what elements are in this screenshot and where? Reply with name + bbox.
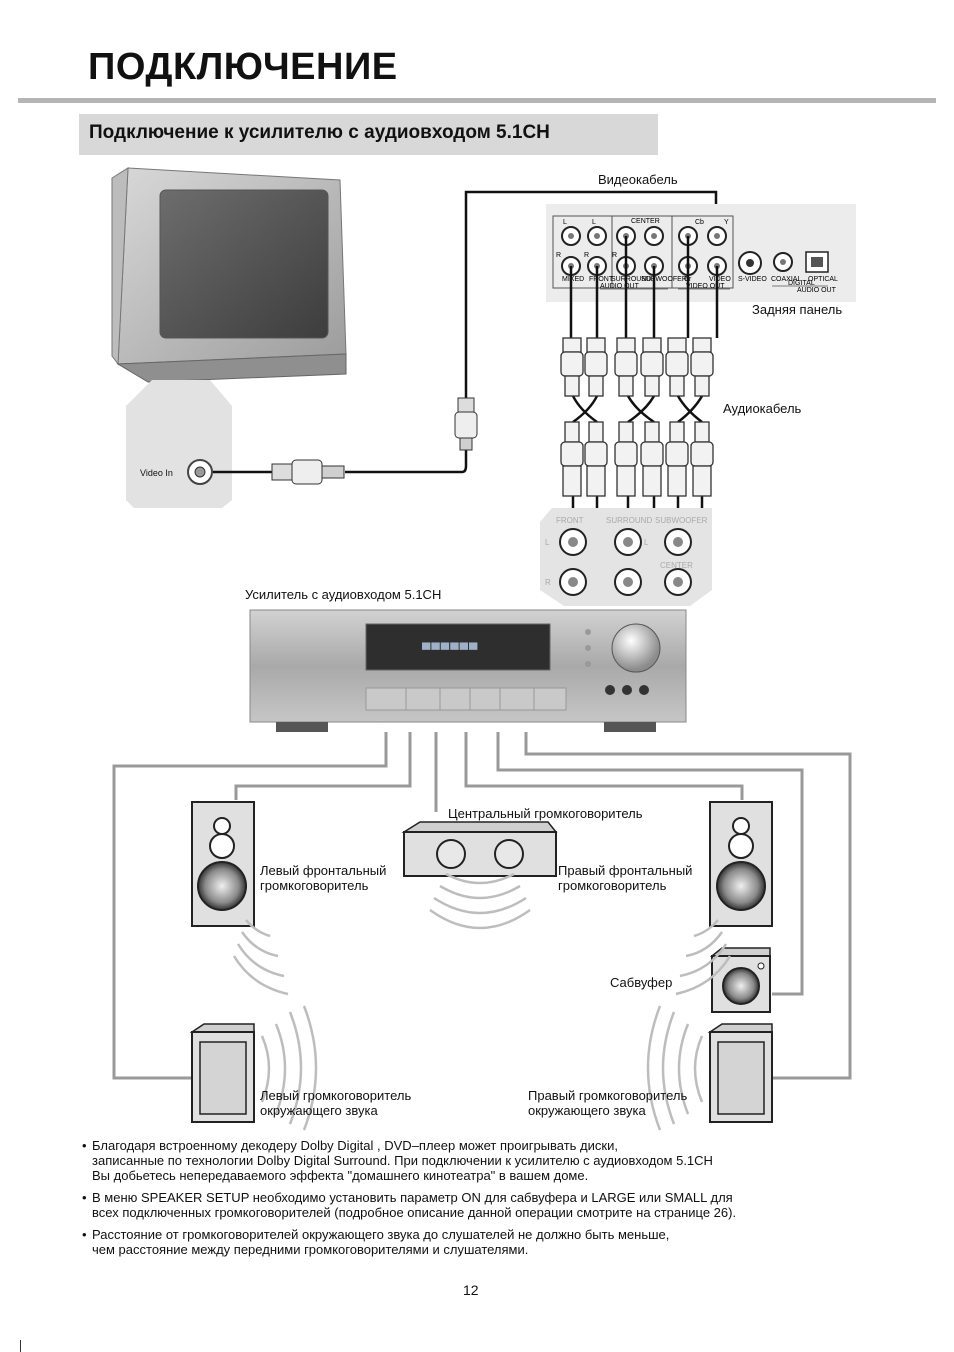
amp-jack-label-center: CENTER — [660, 561, 693, 570]
note-line: чем расстояние между передними громкогов… — [92, 1242, 529, 1257]
video-cable-label: Видеокабель — [598, 172, 678, 187]
panel-group-digital-2: AUDIO OUT — [797, 287, 837, 294]
subwoofer — [709, 947, 771, 1013]
amplifier: ▀▀▀▀▀▀ — [249, 609, 687, 732]
amp-jack-label-front: FRONT — [556, 516, 584, 525]
center-speaker — [401, 821, 558, 877]
note-item: • В меню SPEAKER SETUP необходимо устано… — [82, 1190, 882, 1220]
amp-jack-label-surround: SURROUND — [606, 516, 652, 525]
notes-list: • Благодаря встроенному декодеру Dolby D… — [82, 1138, 882, 1264]
panel-jack-label-center: CENTER — [631, 218, 660, 225]
right-surround-label-line-1: Правый громкоговоритель — [528, 1088, 688, 1103]
right-front-label-line-1: Правый фронтальный — [558, 863, 693, 878]
panel-jack-label-optical: OPTICAL — [808, 276, 838, 283]
video-in-label: Video In — [140, 468, 173, 478]
right-front-label-line-2: громкоговоритель — [558, 878, 667, 893]
section-header-bar — [79, 114, 658, 155]
right-surround-speaker — [707, 1023, 773, 1123]
bullet-icon: • — [82, 1227, 87, 1242]
note-line: Вы добьетесь непередаваемого эффекта "до… — [92, 1168, 589, 1183]
speaker-wires — [112, 732, 852, 1080]
amp-jack-label-l-2: L — [644, 538, 649, 547]
panel-jack-label-cb: Cb — [695, 219, 704, 226]
video-in-callout — [126, 380, 232, 508]
panel-group-video-out: VIDEO OUT — [686, 283, 725, 290]
left-front-speaker-label: Левый фронтальный громкоговоритель — [260, 863, 386, 893]
panel-jack-label-video: VIDEO — [709, 276, 731, 283]
amp-input-panel — [540, 508, 712, 606]
right-surround-label-line-2: окружающего звука — [528, 1103, 646, 1118]
video-cable-plug-vertical — [454, 397, 478, 451]
amplifier-label: Усилитель с аудиовходом 5.1CH — [245, 587, 442, 602]
panel-jack-label-l: L — [563, 219, 567, 226]
panel-jack-label-coaxial: COAXIAL — [771, 276, 801, 283]
audio-plugs-lower — [560, 421, 714, 497]
audio-plugs-upper — [560, 337, 714, 397]
rear-panel-label: Задняя панель — [752, 302, 843, 317]
note-line: записанные по технологии Dolby Digital S… — [92, 1153, 713, 1168]
note-item: • Благодаря встроенному декодеру Dolby D… — [82, 1138, 882, 1183]
panel-jack-label-l-2: L — [592, 219, 596, 226]
panel-jack-label-r-2: R — [584, 252, 589, 259]
title-divider — [18, 98, 936, 103]
center-speaker-label: Центральный громкоговоритель — [448, 806, 643, 821]
note-line: всех подключенных громкоговорителей (под… — [92, 1205, 737, 1220]
note-line: Благодаря встроенному декодеру Dolby Dig… — [92, 1138, 618, 1153]
bullet-icon: • — [82, 1190, 87, 1205]
left-front-label-line-1: Левый фронтальный — [260, 863, 387, 878]
panel-jack-label-subwoofer: SUBWOOFER — [641, 276, 687, 283]
panel-jack-label-r-3: R — [612, 252, 617, 259]
right-front-speaker-label: Правый фронтальный громкоговоритель — [558, 863, 692, 893]
panel-group-digital-1: DIGITAL — [788, 280, 815, 287]
panel-jack-label-s-video: S-VIDEO — [738, 276, 767, 283]
right-surround-speaker-label: Правый громкоговоритель окружающего звук… — [528, 1088, 687, 1118]
crop-mark — [20, 1340, 21, 1352]
connection-diagram: L L CENTER Cb Y R R R MIXED FRONT SURROU… — [111, 167, 856, 1131]
panel-group-audio-out: AUDIO OUT — [600, 283, 640, 290]
sound-waves-icon — [232, 872, 732, 1131]
svg-text:▀▀▀▀▀▀: ▀▀▀▀▀▀ — [422, 642, 478, 659]
left-front-label-line-2: громкоговоритель — [260, 878, 369, 893]
panel-jack-label-front: FRONT — [589, 276, 614, 283]
amp-jack-label-r: R — [545, 578, 551, 587]
left-surround-speaker-label: Левый громкоговоритель окружающего звука — [260, 1088, 411, 1118]
page-number: 12 — [463, 1282, 479, 1298]
note-line: Расстояние от громкоговорителей окружающ… — [92, 1227, 670, 1242]
panel-jack-label-r: R — [556, 252, 561, 259]
left-surround-label-line-2: окружающего звука — [260, 1103, 378, 1118]
left-surround-speaker — [189, 1023, 255, 1123]
bullet-icon: • — [82, 1138, 87, 1153]
note-line: В меню SPEAKER SETUP необходимо установи… — [92, 1190, 733, 1205]
audio-cable-label: Аудиокабель — [723, 401, 802, 416]
left-surround-label-line-1: Левый громкоговоритель — [260, 1088, 412, 1103]
page-title: ПОДКЛЮЧЕНИЕ — [88, 46, 398, 88]
panel-jack-label-surround: SURROUND — [611, 276, 651, 283]
section-title: Подключение к усилителю с аудиовходом 5.… — [89, 122, 550, 143]
television — [111, 167, 347, 383]
subwoofer-label: Сабвуфер — [610, 975, 673, 990]
left-front-speaker — [191, 801, 255, 927]
amp-jack-label-l: L — [545, 538, 550, 547]
right-front-speaker — [709, 801, 773, 927]
note-item: • Расстояние от громкоговорителей окружа… — [82, 1227, 882, 1257]
panel-jack-label-y: Y — [724, 219, 729, 226]
panel-jack-label-mixed: MIXED — [562, 276, 584, 283]
amp-jack-label-subwoofer: SUBWOOFER — [655, 516, 708, 525]
video-cable-plug-horizontal — [271, 459, 345, 485]
